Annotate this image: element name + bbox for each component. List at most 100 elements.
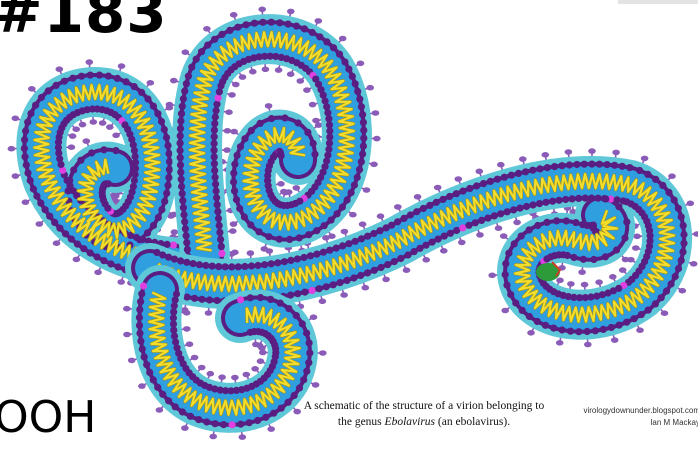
membrane-bead bbox=[247, 329, 254, 336]
glycoprotein-head bbox=[527, 330, 535, 336]
membrane-bead bbox=[213, 101, 220, 108]
glycoprotein-head bbox=[341, 229, 349, 235]
membrane-bead bbox=[177, 132, 184, 139]
glycoprotein-head bbox=[69, 133, 77, 139]
membrane-bead bbox=[27, 110, 34, 117]
membrane-bead bbox=[371, 267, 378, 274]
glycoprotein-head bbox=[297, 78, 305, 84]
membrane-bead bbox=[132, 171, 139, 178]
membrane-bead bbox=[619, 163, 626, 170]
glycoprotein-head bbox=[357, 61, 365, 67]
glycoprotein-head bbox=[641, 156, 649, 162]
membrane-bead bbox=[247, 221, 254, 228]
membrane-bead bbox=[336, 51, 343, 58]
membrane-bead bbox=[213, 297, 220, 304]
membrane-bead bbox=[658, 294, 665, 301]
membrane-bead bbox=[212, 174, 219, 181]
membrane-bead bbox=[211, 36, 218, 43]
caption-line-1: A schematic of the structure of a virion… bbox=[290, 398, 558, 414]
membrane-bead bbox=[339, 204, 346, 211]
glycoprotein-head bbox=[542, 152, 550, 158]
membrane-bead bbox=[150, 222, 157, 229]
membrane-bead bbox=[549, 198, 556, 205]
membrane-bead bbox=[56, 225, 63, 232]
glycoprotein-head bbox=[373, 136, 381, 142]
side-text: OOH bbox=[0, 392, 96, 443]
membrane-bead bbox=[179, 408, 186, 415]
membrane-bead bbox=[114, 75, 121, 82]
glycoprotein-head bbox=[182, 49, 190, 55]
glycoprotein-head bbox=[636, 327, 644, 333]
membrane-bead bbox=[626, 164, 633, 171]
membrane-bead bbox=[569, 195, 576, 202]
membrane-bead bbox=[678, 213, 685, 220]
glycoprotein-head bbox=[247, 250, 255, 256]
membrane-bead bbox=[281, 114, 288, 121]
membrane-bead bbox=[623, 218, 630, 225]
membrane-bead bbox=[241, 263, 248, 270]
membrane-bead bbox=[241, 213, 248, 220]
glycoprotein-head bbox=[94, 270, 102, 276]
glycoprotein-head bbox=[252, 342, 260, 348]
membrane-bead bbox=[397, 255, 404, 262]
membrane-bead bbox=[652, 300, 659, 307]
membrane-bead bbox=[446, 193, 453, 200]
membrane-bead bbox=[563, 217, 570, 224]
membrane-bead bbox=[348, 189, 355, 196]
membrane-bead bbox=[22, 127, 29, 134]
glycoprotein-head bbox=[229, 228, 237, 234]
glycoprotein-head bbox=[207, 371, 215, 377]
membrane-bead bbox=[534, 318, 541, 325]
membrane-bead bbox=[136, 330, 143, 337]
membrane-bead bbox=[136, 236, 143, 243]
glycoprotein-head bbox=[293, 185, 301, 191]
membrane-bead bbox=[66, 177, 73, 184]
membrane-bead bbox=[351, 182, 358, 189]
membrane-bead bbox=[505, 250, 512, 257]
membrane-bead bbox=[313, 251, 320, 258]
membrane-bead bbox=[190, 260, 197, 267]
membrane-bead bbox=[679, 248, 686, 255]
membrane-bead bbox=[515, 170, 522, 177]
membrane-bead bbox=[311, 151, 318, 158]
membrane-bead bbox=[364, 269, 371, 276]
membrane-bead bbox=[507, 291, 514, 298]
glycoprotein-head bbox=[232, 82, 240, 88]
membrane-bead bbox=[559, 326, 566, 333]
glycoprotein-head bbox=[123, 306, 131, 312]
glycoprotein-head bbox=[267, 426, 275, 432]
membrane-bead bbox=[337, 279, 344, 286]
membrane-bead bbox=[573, 161, 580, 168]
membrane-bead bbox=[596, 161, 603, 168]
membrane-bead bbox=[53, 82, 60, 89]
membrane-bead bbox=[644, 171, 651, 178]
membrane-bead bbox=[216, 222, 223, 229]
membrane-bead bbox=[23, 161, 30, 168]
glycoprotein-head bbox=[609, 274, 617, 280]
credit-blog: virologydownunder.blogspot.com bbox=[578, 405, 698, 417]
glycoprotein-head bbox=[495, 225, 503, 231]
membrane-bead bbox=[447, 230, 454, 237]
membrane-bead bbox=[320, 249, 327, 256]
membrane-bead bbox=[621, 234, 628, 241]
membrane-bead bbox=[553, 217, 560, 224]
membrane-bead bbox=[115, 263, 122, 270]
glycoprotein-head bbox=[249, 69, 257, 75]
membrane-bead bbox=[164, 182, 171, 189]
membrane-bead bbox=[123, 78, 130, 85]
glycoprotein-head bbox=[53, 240, 61, 246]
glycoprotein-head bbox=[231, 375, 239, 381]
membrane-bead bbox=[330, 44, 337, 51]
membrane-bead bbox=[349, 73, 356, 80]
membrane-bead bbox=[61, 78, 68, 85]
membrane-bead bbox=[511, 240, 518, 247]
membrane-bead bbox=[183, 259, 190, 266]
membrane-bead bbox=[30, 185, 37, 192]
membrane-bead bbox=[313, 227, 320, 234]
glycoprotein-head bbox=[239, 74, 247, 80]
membrane-bead bbox=[602, 253, 609, 260]
membrane-bead bbox=[309, 287, 316, 294]
glycoprotein-head bbox=[170, 78, 178, 84]
membrane-bead bbox=[137, 298, 144, 305]
membrane-bead bbox=[357, 272, 364, 279]
